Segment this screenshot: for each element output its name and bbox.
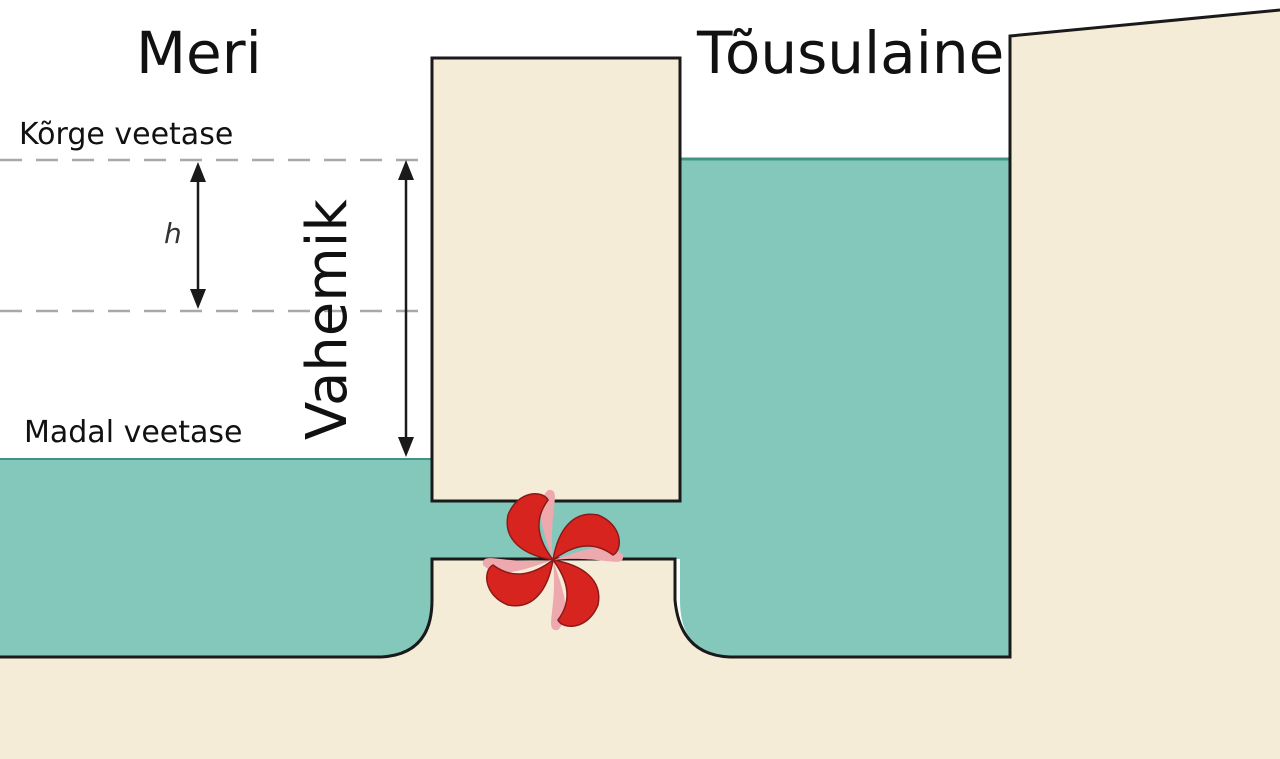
seabed <box>0 10 1280 759</box>
turbine-icon <box>482 489 624 631</box>
tidal-range-label: Vahemik <box>295 199 360 440</box>
range-arrow <box>398 160 414 457</box>
low-water-label: Madal veetase <box>24 415 243 450</box>
tidal-lagoon-label: Tõusulaine <box>697 19 1005 87</box>
barrage <box>430 56 682 503</box>
high-water-label: Kõrge veetase <box>19 117 234 152</box>
head-label: h <box>164 217 182 250</box>
sea-water <box>0 459 680 657</box>
lagoon-water <box>680 159 1010 657</box>
sea-label: Meri <box>136 19 262 87</box>
head-arrow <box>190 162 206 309</box>
